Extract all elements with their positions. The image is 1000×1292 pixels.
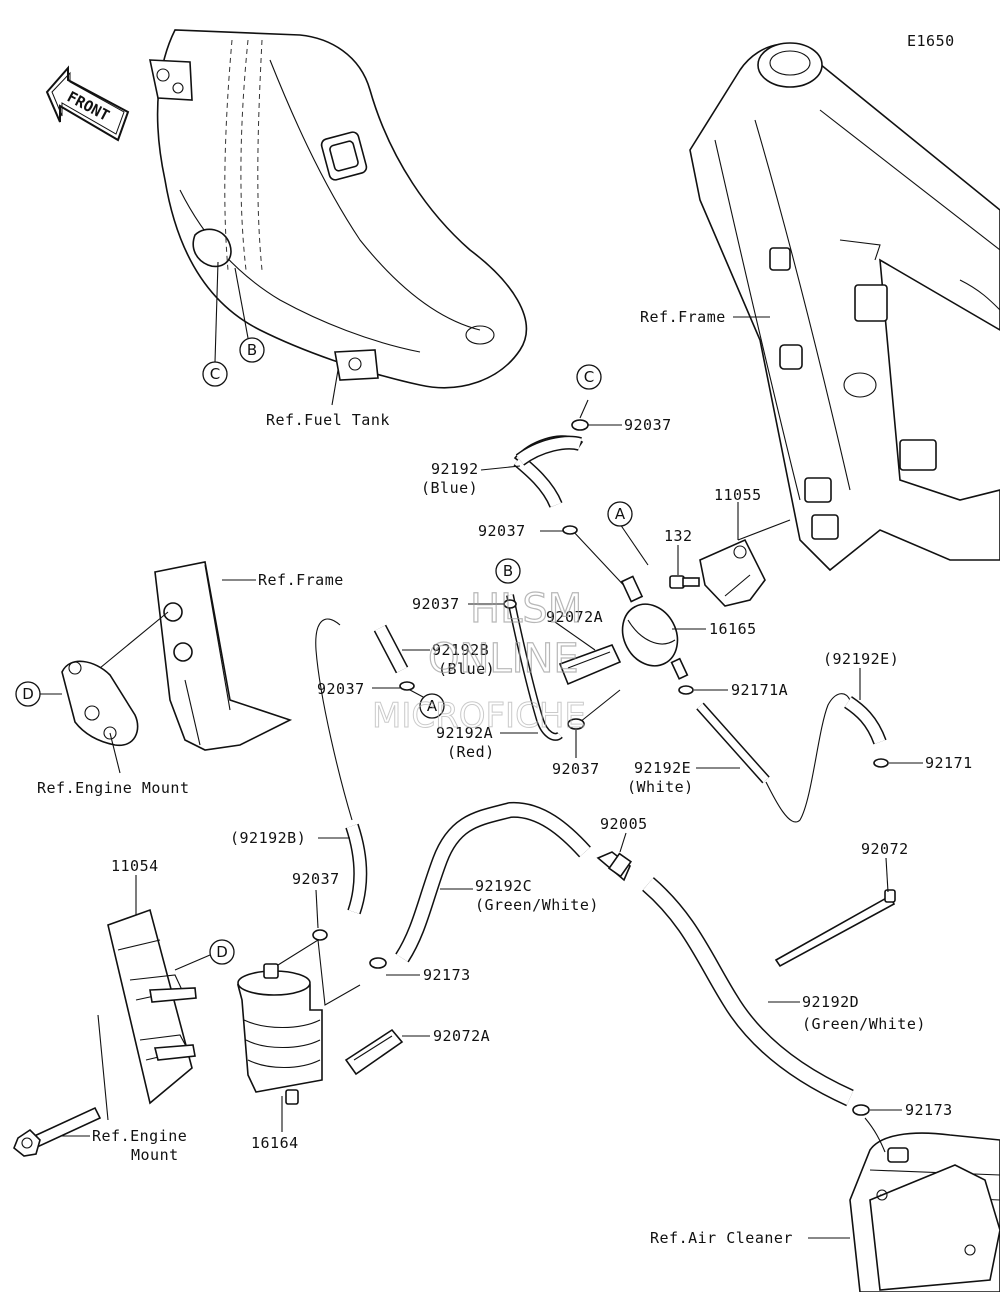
ref-fuel-tank-label: Ref.Fuel Tank	[266, 411, 390, 429]
label-92173-bottom: 92173	[905, 1101, 953, 1119]
band-92072	[774, 889, 896, 968]
ref-engine-mount-bottom-label-2: Mount	[131, 1146, 179, 1164]
label-16165: 16165	[709, 620, 757, 638]
clamp-92037-mid	[562, 525, 578, 535]
label-92037-left: 92037	[317, 680, 365, 698]
svg-text:D: D	[22, 685, 34, 703]
svg-text:A: A	[427, 697, 438, 715]
fuel-filter-16165	[620, 575, 689, 680]
label-92192a-num: 92192A	[436, 724, 493, 742]
label-92192a-color: (Red)	[447, 743, 495, 761]
hose-92192e-piece	[844, 696, 887, 745]
frame-illustration	[689, 42, 1000, 572]
label-92192-blue-color: (Blue)	[421, 479, 478, 497]
callout-c-top: C	[202, 361, 228, 387]
hose-92192b-blue	[373, 624, 409, 674]
label-92037-b: 92037	[412, 595, 460, 613]
guard-11054	[107, 908, 197, 1105]
bolt-132	[669, 575, 700, 589]
front-arrow-icon: FRONT	[45, 65, 130, 142]
watermark: HLSM ONLINE MICROFICHE	[372, 585, 587, 736]
callout-b-top: B	[239, 337, 265, 363]
label-92192e-num: 92192E	[634, 759, 691, 777]
label-92192d-num: 92192D	[802, 993, 859, 1011]
label-92192d-color: (Green/White)	[802, 1015, 926, 1033]
callout-c-mid: C	[576, 364, 602, 390]
label-92192e-paren: (92192E)	[823, 650, 899, 668]
bracket-11055	[699, 538, 766, 607]
callout-b-mid: B	[495, 558, 521, 584]
label-92005: 92005	[600, 815, 648, 833]
callout-d-bottom: D	[209, 939, 235, 965]
label-92192b-paren: (92192B)	[230, 829, 306, 847]
band-92072a-top	[558, 643, 622, 686]
ref-engine-mount-left-label: Ref.Engine Mount	[37, 779, 190, 797]
clamp-92173-bottom	[852, 1104, 870, 1116]
air-cleaner-illustration	[849, 1132, 1000, 1292]
label-92192c-color: (Green/White)	[475, 896, 599, 914]
callout-d-left: D	[15, 681, 41, 707]
clamp-92037-top	[571, 419, 589, 431]
svg-text:B: B	[247, 341, 257, 359]
clamp-92037-canister	[312, 929, 328, 941]
label-92171a: 92171A	[731, 681, 788, 699]
svg-text:B: B	[503, 562, 513, 580]
callout-a-mid: A	[607, 501, 633, 527]
ref-frame-left-label: Ref.Frame	[258, 571, 344, 589]
hose-92192e-white	[696, 702, 770, 784]
label-92171: 92171	[925, 754, 973, 772]
callout-a-left: A	[419, 693, 445, 719]
canister-16164	[236, 963, 323, 1105]
label-92192c-num: 92192C	[475, 877, 532, 895]
label-92037-canister: 92037	[292, 870, 340, 888]
clamp-92171	[873, 758, 889, 768]
svg-text:D: D	[216, 943, 228, 961]
label-92037-mid: 92037	[478, 522, 526, 540]
ref-frame-top-label: Ref.Frame	[640, 308, 726, 326]
hose-92192b-lower	[345, 823, 368, 915]
label-92037-top: 92037	[624, 416, 672, 434]
engine-mount-plate	[61, 660, 139, 746]
svg-text:C: C	[584, 368, 594, 386]
band-92072a-bottom	[344, 1028, 404, 1076]
label-132: 132	[664, 527, 693, 545]
label-92192b-num: 92192B	[432, 641, 489, 659]
ref-air-cleaner-label: Ref.Air Cleaner	[650, 1229, 793, 1247]
watermark-line-3: MICROFICHE	[372, 696, 586, 736]
hose-92192-blue	[513, 435, 584, 508]
fuel-tank-illustration	[149, 29, 528, 389]
label-11054: 11054	[111, 857, 159, 875]
clamp-92173-mid	[369, 957, 387, 969]
clamp-92037-left	[399, 681, 415, 691]
label-92072a-top: 92072A	[546, 608, 603, 626]
label-92037-lower: 92037	[552, 760, 600, 778]
clamp-92037-lower	[567, 718, 585, 730]
engine-mount-bolt	[13, 1106, 102, 1157]
hose-92192a-red	[506, 594, 563, 741]
svg-text:C: C	[210, 365, 220, 383]
joint-92005	[596, 851, 633, 882]
label-92173-mid: 92173	[423, 966, 471, 984]
clamp-92171a	[678, 685, 694, 695]
label-92192b-color: (Blue)	[438, 660, 495, 678]
label-92192-blue-num: 92192	[431, 460, 479, 478]
diagram-code: E1650	[907, 32, 955, 50]
label-16164: 16164	[251, 1134, 299, 1152]
watermark-line-1: HLSM	[470, 586, 582, 632]
engine-mount-frame	[154, 561, 293, 751]
label-92072: 92072	[861, 840, 909, 858]
label-11055: 11055	[714, 486, 762, 504]
ref-engine-mount-bottom-label-1: Ref.Engine	[92, 1127, 187, 1145]
label-92192e-color: (White)	[627, 778, 694, 796]
hose-92192d	[642, 877, 854, 1107]
label-92072a-bottom: 92072A	[433, 1027, 490, 1045]
watermark-line-2: ONLINE	[428, 636, 579, 682]
hose-92192c	[395, 801, 591, 963]
svg-text:A: A	[615, 505, 626, 523]
